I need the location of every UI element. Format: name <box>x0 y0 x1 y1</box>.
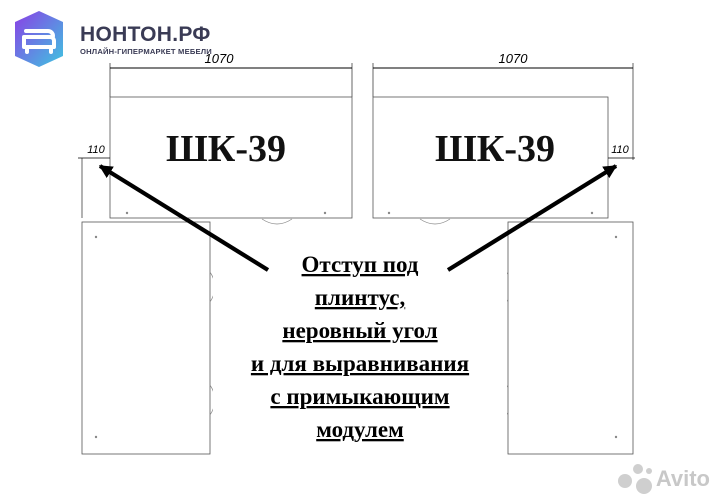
left-width-label: 1070 <box>205 51 235 66</box>
left-upper-module: ШК-39 <box>109 96 353 225</box>
right-offset-label: 110 <box>611 144 629 156</box>
right-upper-module: ШК-39 <box>372 96 609 225</box>
right-arrow <box>446 164 618 272</box>
callout-line: с примыкающим <box>270 384 449 409</box>
right-lower-module <box>502 221 634 455</box>
left-lower-module <box>81 221 216 455</box>
callout-line: плинтус, <box>315 285 405 310</box>
avito-text: Avito <box>655 466 710 491</box>
callout-line: модулем <box>316 417 404 442</box>
right-width-dimension: 1070 <box>372 51 634 160</box>
brand-name: НОНТОН.РФ <box>80 22 211 46</box>
callout-line: неровный угол <box>282 318 437 343</box>
left-module-label: ШК-39 <box>166 128 286 170</box>
callout-background <box>213 242 507 454</box>
left-width-dimension: 1070 <box>109 51 353 97</box>
right-width-label: 1070 <box>499 51 529 66</box>
right-offset-dimension: 110 <box>608 144 635 159</box>
left-arrow <box>98 164 270 272</box>
callout-line: Отступ под <box>302 252 419 277</box>
avito-watermark: Avito <box>617 464 710 494</box>
couch-logo-icon <box>15 11 63 67</box>
left-offset-dimension: 110 <box>78 144 110 218</box>
brand-logo: НОНТОН.РФ ОНЛАЙН-ГИПЕРМАРКЕТ МЕБЕЛИ <box>8 8 212 70</box>
brand-tagline: ОНЛАЙН-ГИПЕРМАРКЕТ МЕБЕЛИ <box>80 46 212 56</box>
callout-text: Отступ под плинтус, неровный угол и для … <box>251 252 469 442</box>
avito-dots-icon <box>617 464 654 494</box>
left-offset-label: 110 <box>87 144 105 156</box>
callout-line: и для выравнивания <box>251 351 469 376</box>
right-module-label: ШК-39 <box>435 128 555 170</box>
